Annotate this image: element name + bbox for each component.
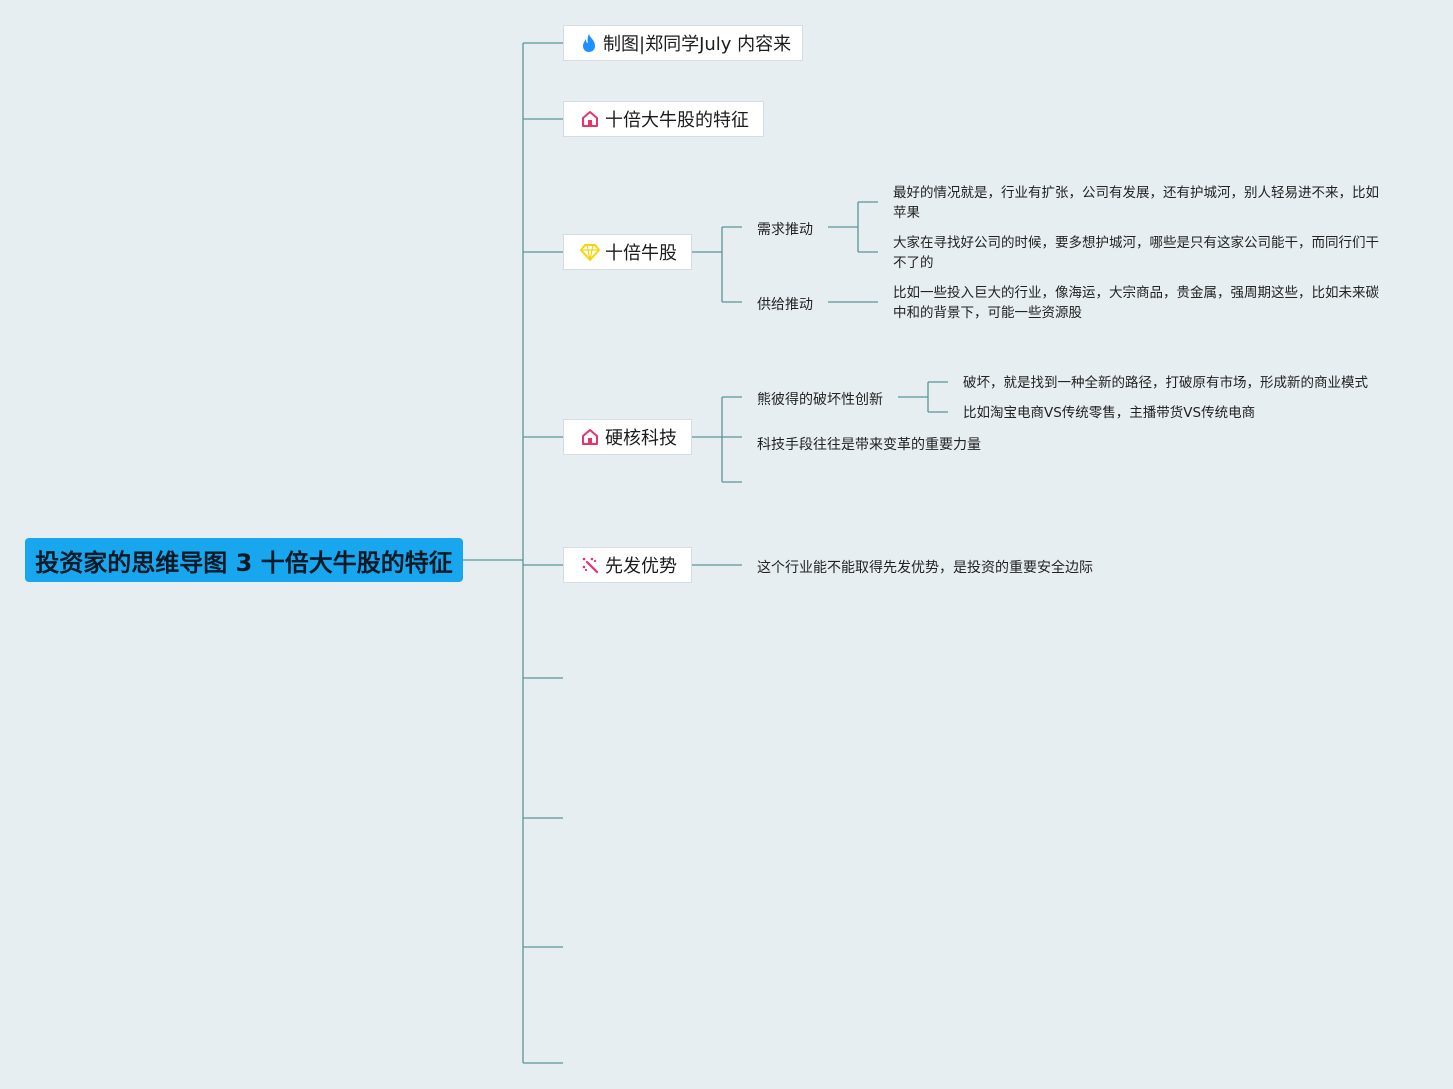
topic-label: 硬核科技: [605, 428, 677, 449]
subtopic-schumpeter[interactable]: 熊彼得的破坏性创新: [757, 392, 883, 408]
topic-label: 制图|郑同学July 内容来: [603, 34, 792, 55]
leaf-demand-2[interactable]: 大家在寻找好公司的时候，要多想护城河，哪些是只有这家公司能干，而同行们干不了的: [893, 235, 1379, 271]
subtopic-tech-force[interactable]: 科技手段往往是带来变革的重要力量: [757, 437, 981, 453]
topic-tenbagger[interactable]: 十倍牛股: [563, 234, 692, 270]
magic-wand-icon: [580, 555, 600, 575]
topic-credit[interactable]: 制图|郑同学July 内容来: [563, 25, 803, 61]
leaf-schumpeter-2[interactable]: 比如淘宝电商VS传统零售，主播带货VS传统电商: [963, 405, 1256, 421]
topic-hardtech[interactable]: 硬核科技: [563, 419, 692, 455]
subtopic-first-mover[interactable]: 这个行业能不能取得先发优势，是投资的重要安全边际: [757, 560, 1093, 576]
root-title: 投资家的思维导图 3 十倍大牛股的特征: [35, 548, 453, 577]
leaf-demand-1[interactable]: 最好的情况就是，行业有扩张，公司有发展，还有护城河，别人轻易进不来，比如苹果: [893, 185, 1379, 221]
diamond-icon: [580, 242, 600, 262]
root-topic[interactable]: 投资家的思维导图 3 十倍大牛股的特征: [25, 538, 463, 582]
leaf-schumpeter-1[interactable]: 破坏，就是找到一种全新的路径，打破原有市场，形成新的商业模式: [963, 375, 1368, 391]
leaf-supply-1[interactable]: 比如一些投入巨大的行业，像海运，大宗商品，贵金属，强周期这些，比如未来碳中和的背…: [893, 285, 1379, 321]
topic-label: 十倍大牛股的特征: [605, 110, 749, 131]
fire-icon: [580, 33, 598, 53]
topic-label: 十倍牛股: [605, 243, 677, 264]
subtopic-supply[interactable]: 供给推动: [757, 297, 813, 313]
topic-label: 先发优势: [605, 556, 677, 577]
topic-features[interactable]: 十倍大牛股的特征: [563, 101, 764, 137]
house-icon: [580, 109, 600, 129]
house-icon: [580, 427, 600, 447]
topic-first-mover[interactable]: 先发优势: [563, 547, 692, 583]
subtopic-demand[interactable]: 需求推动: [757, 222, 813, 238]
